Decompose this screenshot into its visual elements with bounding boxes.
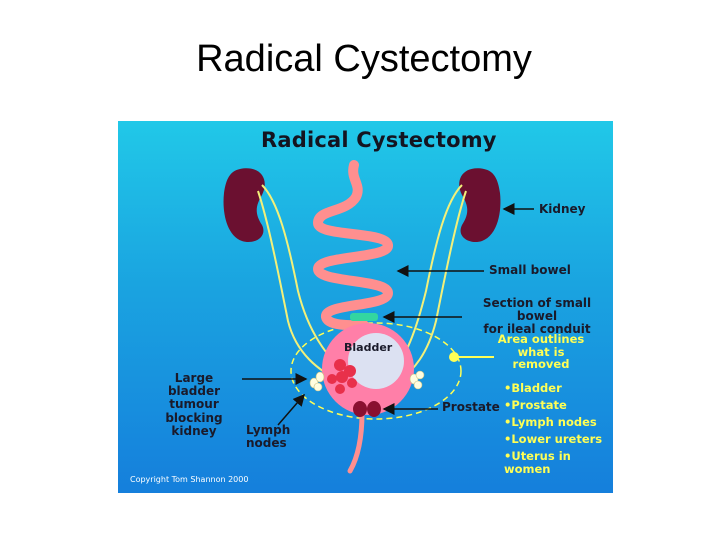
removed-item: •Uterus in women <box>504 449 571 476</box>
cystectomy-diagram: Radical Cystectomy Kidney Small bowel Se… <box>118 121 613 493</box>
large-bladder-line: tumour <box>169 397 219 412</box>
prostate <box>367 401 381 417</box>
right-kidney <box>459 168 501 243</box>
removal-area-outline <box>290 322 462 420</box>
area-line: removed <box>512 357 570 372</box>
lymph-nodes-label: Lymph nodes <box>246 423 291 451</box>
left-kidney <box>223 168 265 243</box>
area-outlines-label: Area outlines what is removed <box>496 333 586 371</box>
anatomy-illustration <box>223 160 534 474</box>
figure-title: Radical Cystectomy <box>261 128 497 152</box>
urethra <box>347 410 365 474</box>
prostate-label: Prostate <box>442 400 500 414</box>
kidney-label: Kidney <box>539 202 586 216</box>
removed-items-list: •Bladder •Prostate •Lymph nodes •Lower u… <box>504 381 613 476</box>
removed-item: •Lymph nodes <box>504 415 597 429</box>
lymph-arrow <box>277 393 305 426</box>
large-bladder-tumour-label: Large bladder tumour blocking kidney <box>148 371 240 438</box>
lymph-nodes <box>309 370 425 392</box>
ileal-conduit-label: Section of small bowel for ileal conduit <box>462 296 612 337</box>
small-bowel <box>313 160 393 331</box>
bladder-highlight <box>348 333 404 389</box>
prostate <box>353 401 367 417</box>
area-outline-pointer-dot <box>449 352 459 362</box>
slide-title: Radical Cystectomy <box>196 38 532 80</box>
copyright-text: Copyright Tom Shannon 2000 <box>130 475 249 484</box>
area-line: Area outlines <box>497 332 585 346</box>
lymph-line: nodes <box>246 436 287 451</box>
left-ureter-inner <box>257 190 345 384</box>
ileal-conduit-label-line2: for ileal conduit <box>483 322 591 337</box>
removed-item: •Prostate <box>504 398 567 412</box>
lymph-line: Lymph <box>246 423 291 437</box>
ileal-conduit-label-line1: Section of small bowel <box>482 296 592 324</box>
removed-item: •Bladder <box>504 381 562 395</box>
large-bladder-line: Large bladder <box>167 371 221 399</box>
ileal-conduit-section <box>350 313 378 321</box>
large-bladder-line: kidney <box>171 423 217 438</box>
area-line: what is <box>517 344 565 359</box>
removed-item: •Lower ureters <box>504 432 603 446</box>
large-bladder-line: blocking <box>165 410 223 425</box>
bladder-label: Bladder <box>344 341 393 354</box>
small-bowel-label: Small bowel <box>489 263 571 277</box>
tumour <box>327 359 357 394</box>
